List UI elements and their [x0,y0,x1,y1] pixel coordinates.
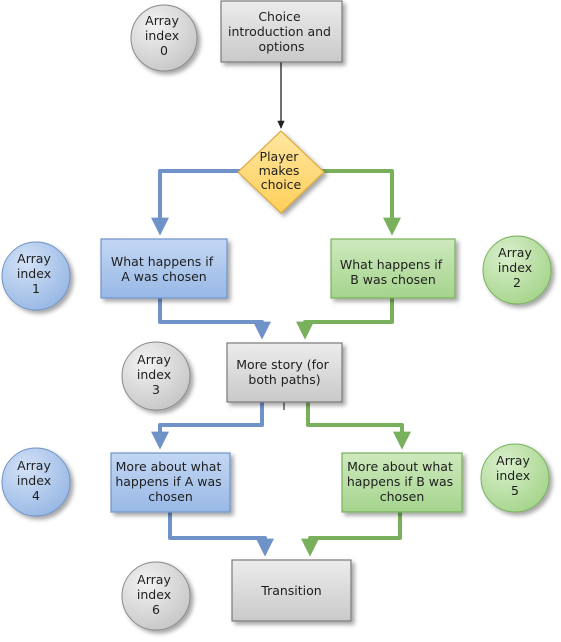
node-merge: More story (for both paths) [226,342,343,403]
arrow-decision-to-b [312,169,401,236]
index-marker-0: Array index 0 [130,4,198,72]
index-marker-6-label: Array index 6 [137,572,175,617]
node-more-b-label: More about what happens if B was chosen [347,459,457,504]
index-marker-2-label: Array index 2 [498,245,536,290]
node-more-a-label: More about what happens if A was chosen [115,459,225,504]
node-path-b: What happens if B was chosen [330,238,456,299]
arrow-b-to-merge [296,298,394,340]
index-marker-5: Array index 5 [480,443,550,513]
arrow-a-to-merge [158,298,271,340]
index-marker-3-label: Array index 3 [137,352,175,397]
index-marker-1: Array index 1 [1,241,71,311]
node-path-b-label: What happens if B was chosen [340,257,446,287]
node-decision: Player makes choice [237,130,325,214]
node-path-a: What happens if A was chosen [100,238,228,299]
index-marker-2: Array index 2 [482,235,552,305]
arrow-decision-to-a [151,169,250,236]
arrow-more-b-to-transition [301,512,402,557]
arrow-merge-to-more-b [306,402,411,450]
index-marker-3: Array index 3 [121,341,191,411]
connectors [151,62,411,557]
node-decision-label: Player makes choice [259,149,304,192]
node-transition: Transition [231,559,352,622]
node-intro-label: Choice introduction and options [228,9,335,54]
node-transition-label: Transition [260,583,321,598]
index-marker-0-label: Array index 0 [145,13,183,58]
index-marker-5-label: Array index 5 [496,453,534,498]
node-merge-label: More story (for both paths) [236,357,333,387]
index-marker-4-label: Array index 4 [17,458,55,503]
arrow-merge-to-more-a [151,402,264,450]
index-marker-4: Array index 4 [1,447,71,517]
node-intro: Choice introduction and options [220,0,343,63]
arrow-more-a-to-transition [168,512,274,557]
index-marker-1-label: Array index 1 [17,251,55,296]
node-more-b: More about what happens if B was chosen [341,452,463,513]
index-marker-6: Array index 6 [121,561,191,631]
node-more-a: More about what happens if A was chosen [110,452,231,513]
node-path-a-label: What happens if A was chosen [111,254,217,284]
